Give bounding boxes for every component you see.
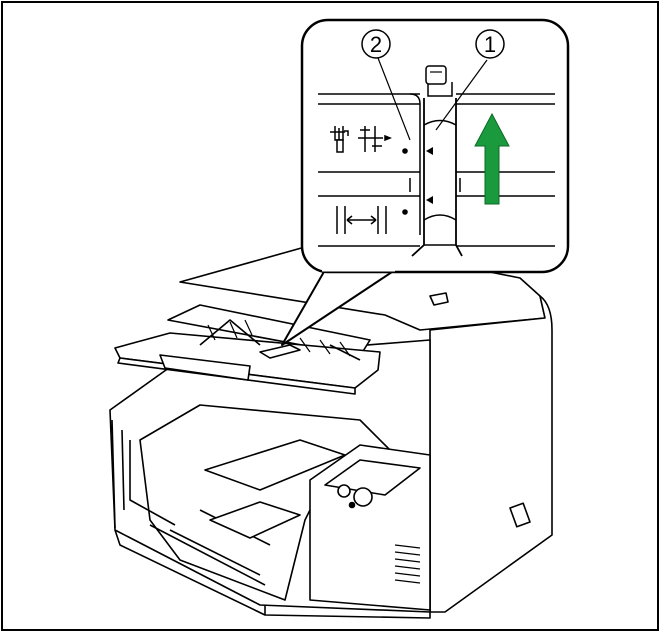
panel-button-large-icon — [353, 487, 373, 507]
upward-direction-arrow-icon — [474, 112, 510, 205]
inset-pointer — [281, 269, 396, 346]
position-dot-icon — [402, 148, 408, 154]
position-marker-icon — [426, 147, 433, 155]
paper-guide-width-icon — [336, 206, 387, 234]
slider-knob — [425, 65, 447, 85]
top-release-knob — [429, 292, 449, 306]
paper-guide-tab — [259, 344, 301, 359]
magnified-inset: 2 1 — [281, 18, 570, 346]
paper-guide-position-icon — [330, 126, 349, 153]
inset-frame — [300, 18, 570, 274]
paper-guide-position-icon — [358, 126, 393, 152]
callout-1-circle — [475, 29, 505, 59]
vent-lines — [394, 544, 421, 584]
position-dot-icon — [402, 209, 408, 215]
tray-extension — [159, 354, 251, 381]
feed-tray — [114, 304, 381, 395]
callout-1-leader — [435, 59, 488, 131]
side-connector — [509, 502, 531, 528]
callout-2-leader — [377, 57, 411, 141]
callout-1-label: 1 — [484, 32, 496, 57]
panel-led-icon — [348, 501, 356, 509]
panel-button-small-icon — [337, 484, 351, 498]
callout-2-circle — [361, 29, 391, 59]
callout-2-label: 2 — [370, 32, 382, 57]
position-marker-icon — [426, 196, 433, 204]
